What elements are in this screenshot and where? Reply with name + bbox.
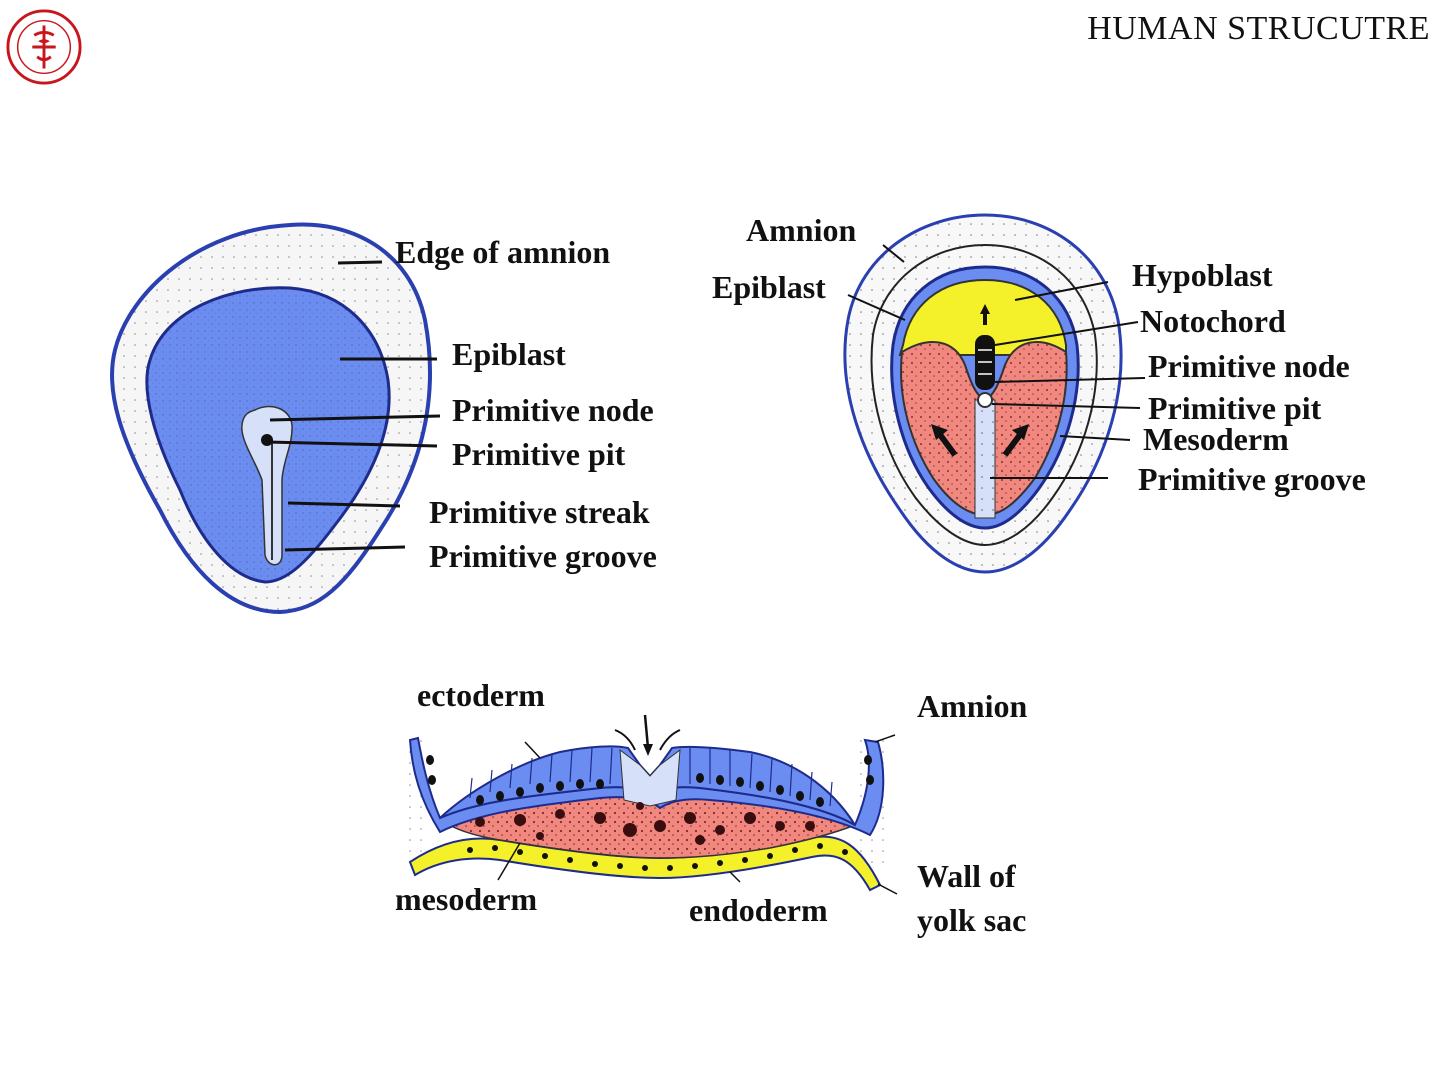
label-wall-of-yolk-sac-line1: Wall of <box>917 858 1016 894</box>
arrow-down-icon <box>643 714 650 749</box>
label-amnion: Amnion <box>746 212 857 248</box>
label-primitive-node-2: Primitive node <box>1148 348 1350 384</box>
label-primitive-pit-2: Primitive pit <box>1148 390 1322 426</box>
label-epiblast-2: Epiblast <box>712 269 826 305</box>
label-primitive-streak: Primitive streak <box>429 494 650 530</box>
label-amnion-3: Amnion <box>917 688 1028 724</box>
label-mesoderm: Mesoderm <box>1143 421 1289 457</box>
label-primitive-node: Primitive node <box>452 392 654 428</box>
label-notochord: Notochord <box>1140 303 1286 339</box>
label-primitive-pit: Primitive pit <box>452 436 626 472</box>
label-endoderm: endoderm <box>689 892 828 928</box>
label-mesoderm-3: mesoderm <box>395 881 538 917</box>
university-seal-icon <box>6 9 82 85</box>
label-edge-of-amnion: Edge of amnion <box>395 234 611 270</box>
label-ectoderm: ectoderm <box>417 677 545 713</box>
page-title: HUMAN STRUCUTRE <box>1087 10 1430 47</box>
label-hypoblast: Hypoblast <box>1132 257 1273 293</box>
primitive-pit-2 <box>977 392 993 408</box>
label-primitive-groove-2: Primitive groove <box>1138 461 1366 497</box>
label-primitive-groove: Primitive groove <box>429 538 657 574</box>
label-wall-of-yolk-sac-line2: yolk sac <box>917 902 1027 938</box>
label-epiblast: Epiblast <box>452 336 566 372</box>
primitive-streak <box>241 405 293 566</box>
